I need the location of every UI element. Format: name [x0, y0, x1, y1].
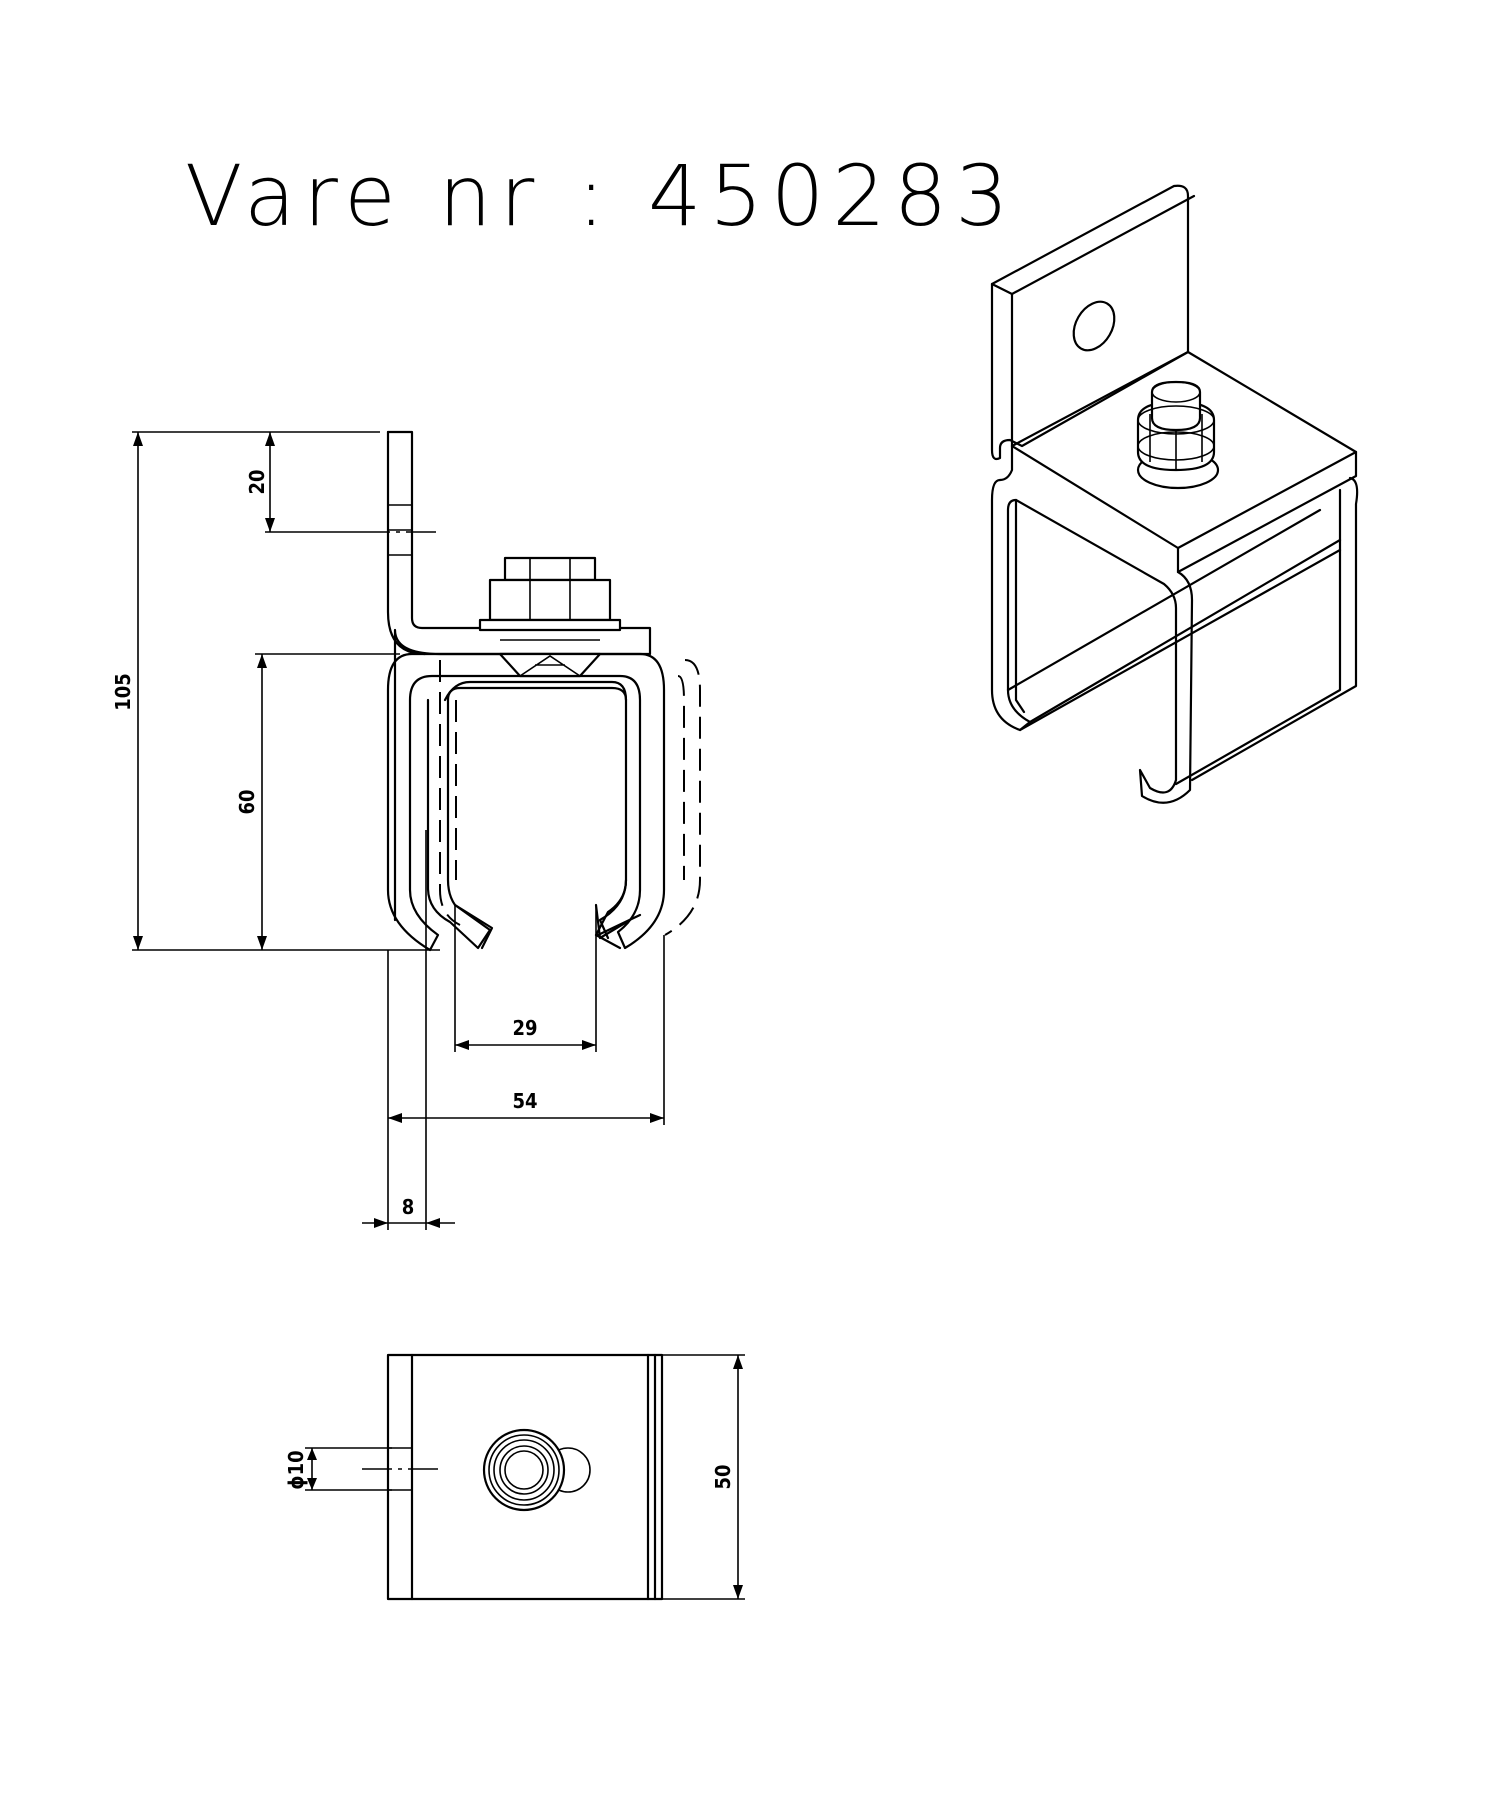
front-view [360, 430, 701, 952]
bolt-assembly [478, 556, 622, 678]
dim-channel-width: 54 [387, 935, 665, 1230]
dim-label-29: 29 [512, 1016, 537, 1040]
top-view [362, 1353, 664, 1601]
dim-flange-height: 20 [245, 432, 360, 533]
dim-label-54: 54 [512, 1089, 537, 1113]
dim-plate-thickness: 8 [362, 830, 455, 1230]
dim-total-height: 105 [111, 431, 440, 951]
dim-depth: 50 [662, 1354, 745, 1600]
dim-label-20: 20 [245, 469, 269, 494]
dim-label-8: 8 [402, 1195, 415, 1219]
dim-label-50: 50 [711, 1464, 735, 1489]
bolt-isometric [1136, 380, 1220, 490]
dim-channel-height: 60 [235, 653, 400, 950]
dim-slot-width: 29 [454, 905, 597, 1052]
isometric-view [990, 184, 1359, 804]
part-number-title: Vare nr : 450283 [185, 147, 1017, 245]
dim-label-phi10: ϕ10 [284, 1450, 308, 1489]
dim-hole-diameter: ϕ10 [284, 1447, 392, 1491]
dim-label-105: 105 [111, 673, 135, 711]
bolt-top-view [482, 1428, 591, 1512]
dim-label-60: 60 [235, 789, 259, 814]
